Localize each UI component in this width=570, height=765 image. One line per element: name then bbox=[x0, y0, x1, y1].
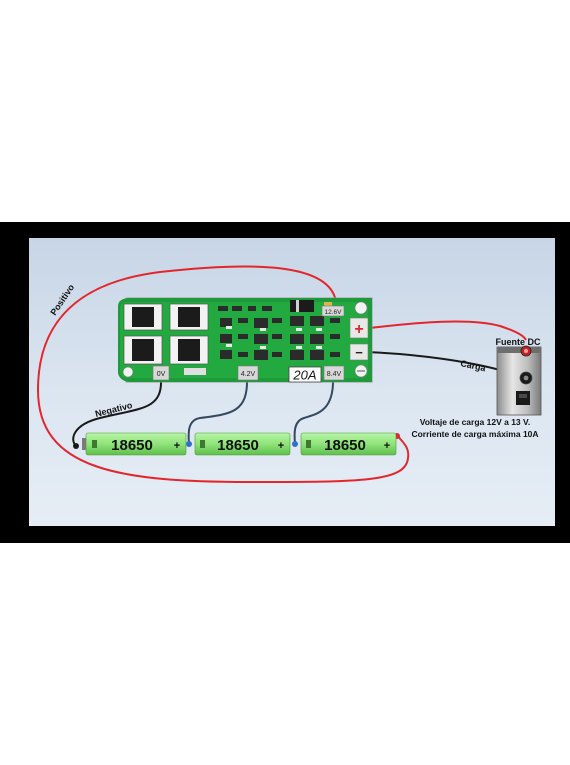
pad-4v2 bbox=[237, 365, 259, 381]
diode bbox=[290, 300, 314, 312]
mount-hole-tl bbox=[354, 301, 368, 315]
rating-box bbox=[288, 366, 322, 383]
note-line-2: Corriente de carga máxima 10A bbox=[411, 429, 538, 439]
positive-wire bbox=[36, 265, 410, 484]
link-wire-4v2 bbox=[187, 377, 249, 445]
link-wire-8v4 bbox=[293, 377, 335, 445]
rating-label: 20A bbox=[292, 368, 316, 383]
pad-12v6-label: 12.6V bbox=[325, 309, 343, 316]
power-supply bbox=[496, 345, 542, 416]
pad-8v4-label: 8.4V bbox=[327, 371, 342, 378]
pad-plus-label: + bbox=[354, 321, 363, 338]
pad-4v2-label: 4.2V bbox=[241, 371, 256, 378]
negative-wire bbox=[72, 379, 163, 447]
battery-2-label: 18650 bbox=[217, 437, 259, 454]
pad-0v-label: 0V bbox=[157, 371, 166, 378]
load-wire-label: Carga bbox=[460, 358, 488, 373]
battery-3-plus: + bbox=[384, 440, 390, 452]
positive-wire-label: Positivo bbox=[48, 282, 76, 317]
pad-0v bbox=[152, 365, 170, 381]
battery-2: 18650 + bbox=[194, 432, 291, 456]
dot-link1 bbox=[186, 441, 192, 447]
negative-wire-label: Negativo bbox=[94, 400, 134, 419]
battery-2-plus: + bbox=[278, 440, 284, 452]
pad-minus bbox=[349, 343, 369, 361]
battery-3-label: 18650 bbox=[324, 437, 366, 454]
battery-3: 18650 + bbox=[300, 432, 397, 456]
bms-board: 20A 0V 4.2V 8.4V 12.6V + − bbox=[118, 297, 373, 383]
power-supply-title: Fuente DC bbox=[496, 337, 542, 347]
dot-link2 bbox=[292, 441, 298, 447]
note-line-1: Voltaje de carga 12V a 13 V. bbox=[420, 417, 531, 427]
battery-1-plus: + bbox=[174, 440, 180, 452]
mount-hole-bl bbox=[122, 366, 134, 378]
pad-plus bbox=[349, 317, 369, 339]
supply-positive-wire bbox=[369, 320, 527, 341]
pad-8v4 bbox=[323, 365, 345, 381]
battery-1-label: 18650 bbox=[111, 437, 153, 454]
pad-minus-label: − bbox=[355, 345, 363, 360]
battery-1: 18650 + bbox=[82, 432, 187, 456]
pad-12v6 bbox=[321, 305, 345, 317]
dot-battery1-minus bbox=[73, 443, 79, 449]
